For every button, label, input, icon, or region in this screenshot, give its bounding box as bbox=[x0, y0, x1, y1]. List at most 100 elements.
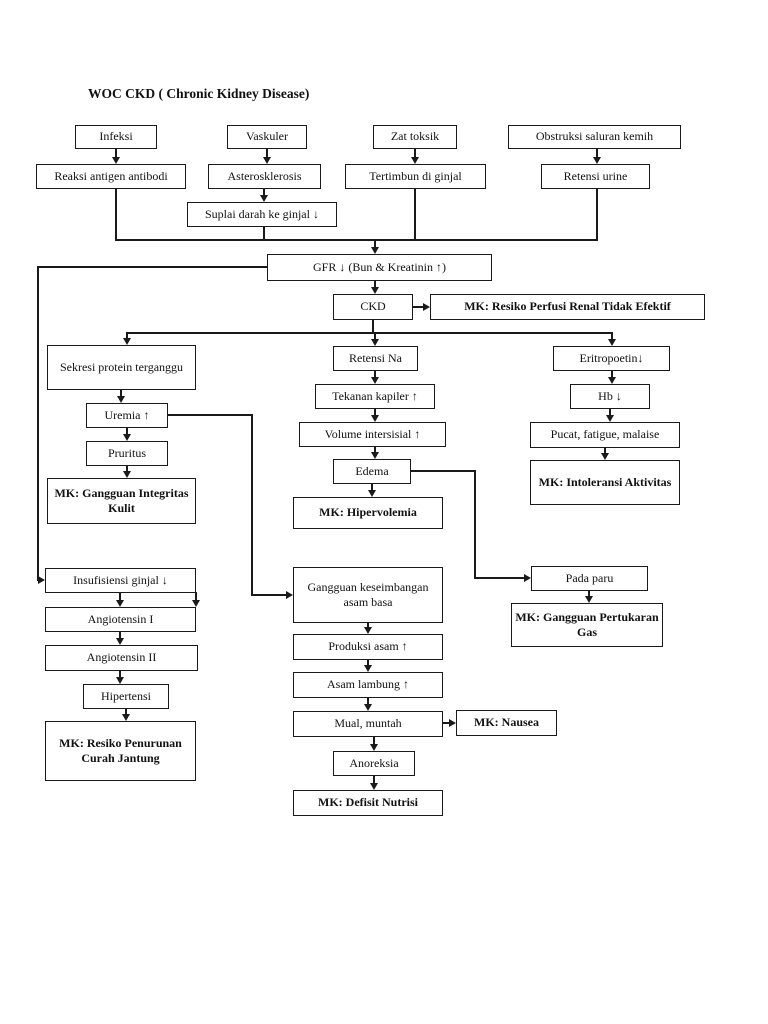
arrowhead-down-icon bbox=[116, 638, 124, 645]
node-pucat-fatigue-malaise: Pucat, fatigue, malaise bbox=[530, 422, 680, 448]
connector-line bbox=[367, 660, 369, 666]
connector-line bbox=[263, 189, 265, 196]
node-infeksi: Infeksi bbox=[75, 125, 157, 149]
arrowhead-down-icon bbox=[117, 396, 125, 403]
arrowhead-down-icon bbox=[192, 600, 200, 607]
arrowhead-down-icon bbox=[364, 627, 372, 634]
node-asam-lambung: Asam lambung ↑ bbox=[293, 672, 443, 698]
connector-line bbox=[374, 409, 376, 416]
node-mk-resiko-perfusi-renal: MK: Resiko Perfusi Renal Tidak Efektif bbox=[430, 294, 705, 320]
node-gangguan-keseimbangan-asam-basa: Gangguan keseimbangan asam basa bbox=[293, 567, 443, 623]
connector-line bbox=[373, 737, 375, 745]
node-tekanan-kapiler: Tekanan kapiler ↑ bbox=[315, 384, 435, 409]
connector-line bbox=[414, 148, 416, 158]
arrowhead-down-icon bbox=[116, 600, 124, 607]
connector-line bbox=[126, 428, 128, 435]
connector-line bbox=[37, 266, 39, 582]
node-uremia: Uremia ↑ bbox=[86, 403, 168, 428]
arrowhead-right-icon bbox=[286, 591, 293, 599]
arrowhead-down-icon bbox=[585, 596, 593, 603]
arrowhead-down-icon bbox=[371, 287, 379, 294]
arrowhead-down-icon bbox=[123, 471, 131, 478]
connector-line bbox=[374, 447, 376, 453]
arrowhead-down-icon bbox=[364, 704, 372, 711]
node-mk-hipervolemia: MK: Hipervolemia bbox=[293, 497, 443, 529]
connector-line bbox=[251, 594, 287, 596]
node-gfr-bun-kreatinin: GFR ↓ (Bun & Kreatinin ↑) bbox=[267, 254, 492, 281]
connector-line bbox=[120, 390, 122, 397]
node-suplai-darah-ke-ginjal: Suplai darah ke ginjal ↓ bbox=[187, 202, 337, 227]
connector-line bbox=[126, 333, 128, 339]
arrowhead-down-icon bbox=[370, 744, 378, 751]
connector-line bbox=[596, 148, 598, 158]
arrowhead-right-icon bbox=[449, 719, 456, 727]
node-edema: Edema bbox=[333, 459, 411, 484]
connector-line bbox=[251, 414, 253, 596]
node-mk-defisit-nutrisi: MK: Defisit Nutrisi bbox=[293, 790, 443, 816]
connector-line bbox=[611, 371, 613, 378]
node-vaskuler: Vaskuler bbox=[227, 125, 307, 149]
connector-line bbox=[410, 470, 475, 472]
arrowhead-right-icon bbox=[524, 574, 531, 582]
node-mk-gangguan-pertukaran-gas: MK: Gangguan Pertukaran Gas bbox=[511, 603, 663, 647]
arrowhead-down-icon bbox=[123, 434, 131, 441]
arrowhead-right-icon bbox=[38, 576, 45, 584]
connector-line bbox=[119, 632, 121, 639]
connector-line bbox=[37, 266, 268, 268]
page-title: WOC CKD ( Chronic Kidney Disease) bbox=[88, 86, 310, 101]
arrowhead-down-icon bbox=[371, 377, 379, 384]
connector-line bbox=[367, 623, 369, 628]
connector-line bbox=[167, 414, 252, 416]
connector-line bbox=[604, 448, 606, 454]
node-insufisiensi-ginjal: Insufisiensi ginjal ↓ bbox=[45, 568, 196, 593]
node-ckd: CKD bbox=[333, 294, 413, 320]
connector-line bbox=[443, 722, 450, 724]
arrowhead-right-icon bbox=[423, 303, 430, 311]
node-reaksi-antigen-antibodi: Reaksi antigen antibodi bbox=[36, 164, 186, 189]
arrowhead-down-icon bbox=[371, 415, 379, 422]
node-eritropoetin: Eritropoetin↓ bbox=[553, 346, 670, 371]
node-mual-muntah: Mual, muntah bbox=[293, 711, 443, 737]
node-angiotensin-2: Angiotensin II bbox=[45, 645, 198, 671]
connector-line bbox=[371, 484, 373, 491]
connector-line bbox=[374, 333, 376, 340]
connector-line bbox=[195, 592, 197, 601]
arrowhead-down-icon bbox=[371, 452, 379, 459]
arrowhead-down-icon bbox=[371, 339, 379, 346]
node-mk-intoleransi-aktivitas: MK: Intoleransi Aktivitas bbox=[530, 460, 680, 505]
node-volume-intersisial: Volume intersisial ↑ bbox=[299, 422, 446, 447]
node-hb: Hb ↓ bbox=[570, 384, 650, 409]
connector-line bbox=[374, 371, 376, 378]
arrowhead-down-icon bbox=[593, 157, 601, 164]
arrowhead-down-icon bbox=[608, 339, 616, 346]
connector-line bbox=[374, 240, 376, 248]
connector-line bbox=[474, 470, 476, 579]
connector-line bbox=[119, 593, 121, 601]
arrowhead-down-icon bbox=[116, 677, 124, 684]
arrowhead-down-icon bbox=[364, 665, 372, 672]
arrowhead-down-icon bbox=[263, 157, 271, 164]
node-mk-resiko-penurunan-curah-jantung: MK: Resiko Penurunan Curah Jantung bbox=[45, 721, 196, 781]
arrowhead-down-icon bbox=[368, 490, 376, 497]
node-tertimbun-di-ginjal: Tertimbun di ginjal bbox=[345, 164, 486, 189]
node-sekresi-protein-terganggu: Sekresi protein terganggu bbox=[47, 345, 196, 390]
connector-line bbox=[115, 239, 598, 241]
connector-line bbox=[372, 320, 374, 334]
connector-line bbox=[611, 333, 613, 340]
connector-line bbox=[374, 281, 376, 288]
arrowhead-down-icon bbox=[123, 338, 131, 345]
arrowhead-down-icon bbox=[606, 415, 614, 422]
node-pada-paru: Pada paru bbox=[531, 566, 648, 591]
arrowhead-down-icon bbox=[260, 195, 268, 202]
node-angiotensin-1: Angiotensin I bbox=[45, 607, 196, 632]
connector-line bbox=[115, 148, 117, 158]
arrowhead-down-icon bbox=[112, 157, 120, 164]
connector-line bbox=[475, 577, 524, 579]
connector-line bbox=[367, 698, 369, 705]
connector-line bbox=[119, 671, 121, 678]
node-produksi-asam: Produksi asam ↑ bbox=[293, 634, 443, 660]
connector-line bbox=[609, 409, 611, 416]
connector-line bbox=[266, 148, 268, 158]
node-mk-nausea: MK: Nausea bbox=[456, 710, 557, 736]
